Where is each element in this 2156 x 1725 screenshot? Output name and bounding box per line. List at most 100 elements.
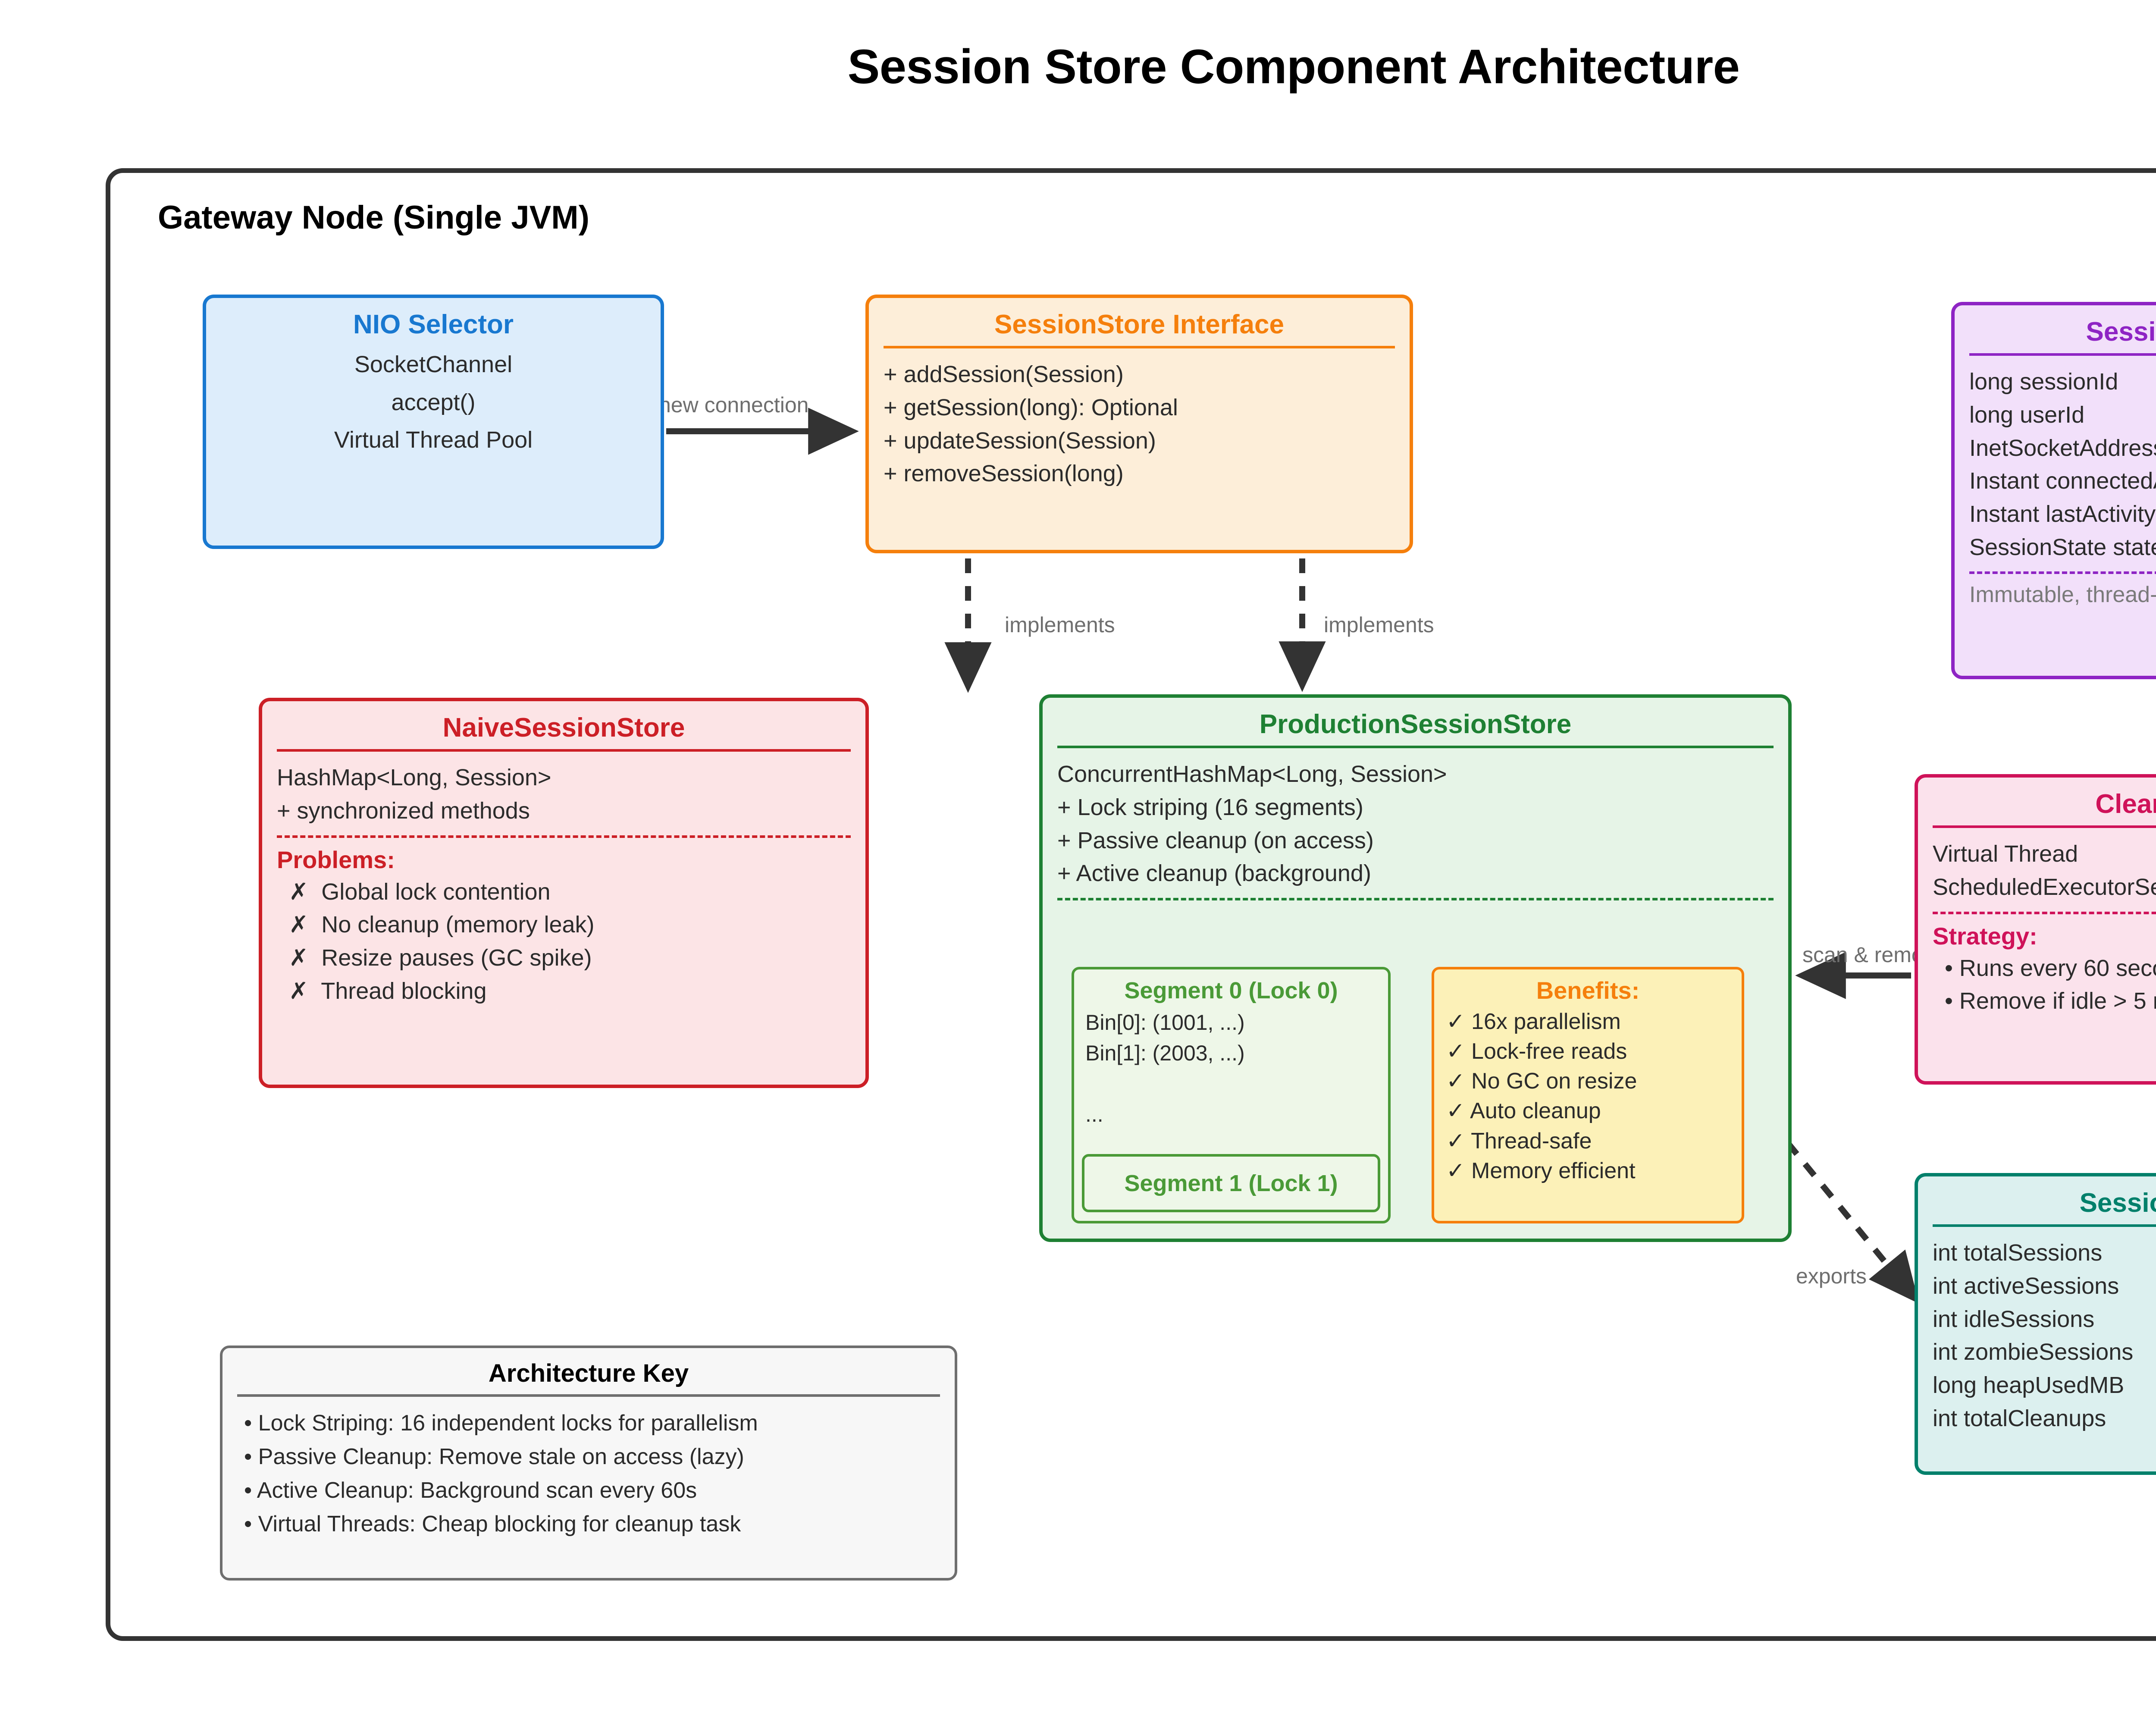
architecture-key-card[interactable]: Architecture Key • Lock Striping: 16 ind… bbox=[220, 1346, 957, 1581]
nio-selector-title: NIO Selector bbox=[353, 310, 514, 339]
list-item: Bin[1]: (2003, ...) bbox=[1085, 1041, 1245, 1065]
cleanup-task-strategy: • Runs every 60 seconds • Remove if idle … bbox=[1933, 952, 2156, 1018]
edge-label-implements-naive: implements bbox=[1005, 613, 1115, 637]
session-metrics-card[interactable]: SessionMetrics int totalSessions int acti… bbox=[1915, 1173, 2156, 1475]
divider-dashed bbox=[1057, 897, 1774, 900]
list-item: • Passive Cleanup: Remove stale on acces… bbox=[244, 1444, 744, 1469]
list-item: • Remove if idle > 5 min bbox=[1945, 988, 2156, 1014]
list-item: int zombieSessions bbox=[1933, 1339, 2134, 1365]
divider-dashed bbox=[1969, 571, 2156, 574]
list-item: Virtual Thread Pool bbox=[334, 427, 533, 453]
nio-selector-card[interactable]: NIO Selector SocketChannel accept() Virtua… bbox=[203, 295, 664, 549]
list-item: long sessionId bbox=[1969, 369, 2118, 395]
page-title: Session Store Component Architecture bbox=[847, 40, 1740, 94]
list-item: ✗ Resize pauses (GC spike) bbox=[289, 944, 592, 971]
divider-dashed bbox=[1933, 911, 2156, 914]
list-item: HashMap<Long, Session> bbox=[277, 765, 552, 791]
cleanup-task-lines: Virtual ThreadScheduledExecutorService bbox=[1933, 837, 2156, 903]
divider bbox=[1933, 825, 2156, 828]
list-item: ... bbox=[1085, 1102, 1103, 1126]
architecture-key-title: Architecture Key bbox=[488, 1359, 689, 1387]
list-item: ✓ Auto cleanup bbox=[1446, 1098, 1601, 1124]
production-session-store-lines: ConcurrentHashMap<Long, Session> + Lock s… bbox=[1057, 758, 1774, 890]
list-item: int idleSessions bbox=[1933, 1306, 2095, 1332]
segment-0-title: Segment 0 (Lock 0) bbox=[1124, 978, 1338, 1004]
session-record-card[interactable]: Session (Record) long sessionId long user… bbox=[1951, 302, 2156, 679]
list-item: ✓ Thread-safe bbox=[1446, 1128, 1592, 1154]
list-item: int activeSessions bbox=[1933, 1273, 2119, 1299]
list-item: + removeSession(long) bbox=[884, 461, 1124, 487]
list-item: long userId bbox=[1969, 401, 2085, 428]
list-item: ✓ No GC on resize bbox=[1446, 1069, 1637, 1094]
list-item: SocketChannel bbox=[354, 351, 513, 378]
list-item: ✓ 16x parallelism bbox=[1446, 1009, 1621, 1034]
list-item: int totalSessions bbox=[1933, 1240, 2103, 1266]
list-item: • Active Cleanup: Background scan every … bbox=[244, 1477, 697, 1503]
divider bbox=[884, 346, 1395, 349]
list-item: • Runs every 60 seconds bbox=[1945, 955, 2156, 981]
segment-1-box[interactable]: Segment 1 (Lock 1) bbox=[1082, 1154, 1380, 1212]
list-item: + updateSession(Session) bbox=[884, 427, 1156, 454]
list-item: + addSession(Session) bbox=[884, 361, 1124, 388]
cleanup-task-card[interactable]: CleanupTask Virtual ThreadScheduledExecu… bbox=[1915, 774, 2156, 1085]
architecture-key-items: • Lock Striping: 16 independent locks fo… bbox=[237, 1406, 940, 1541]
list-item: + Lock striping (16 segments) bbox=[1057, 794, 1363, 820]
edge-label-exports: exports bbox=[1796, 1264, 1867, 1288]
list-item: SessionState state bbox=[1969, 534, 2156, 560]
divider-dashed bbox=[277, 835, 851, 838]
sessionstore-interface-title: SessionStore Interface bbox=[994, 310, 1284, 339]
list-item: + Active cleanup (background) bbox=[1057, 860, 1371, 887]
list-item: • Virtual Threads: Cheap blocking for cl… bbox=[244, 1511, 741, 1537]
divider bbox=[277, 749, 851, 752]
list-item: InetSocketAddress remote bbox=[1969, 435, 2156, 461]
session-metrics-title: SessionMetrics bbox=[2079, 1188, 2156, 1218]
segment-1-title: Segment 1 (Lock 1) bbox=[1124, 1170, 1338, 1196]
list-item bbox=[1085, 1069, 1377, 1099]
list-item: ✗ Thread blocking bbox=[289, 978, 487, 1004]
naive-session-store-title: NaiveSessionStore bbox=[442, 713, 685, 743]
list-item: ✗ Global lock contention bbox=[289, 878, 551, 905]
session-record-title: Session (Record) bbox=[2086, 317, 2156, 347]
list-item: Instant connectedAt bbox=[1969, 468, 2156, 494]
benefits-title: Benefits: bbox=[1536, 977, 1640, 1004]
strategy-heading: Strategy: bbox=[1933, 922, 2037, 950]
problems-heading: Problems: bbox=[277, 846, 395, 873]
session-record-note: Immutable, thread-safe bbox=[1969, 582, 2156, 608]
list-item: Bin[0]: (1001, ...) bbox=[1085, 1010, 1245, 1035]
list-item: Virtual Thread bbox=[1933, 841, 2078, 867]
benefits-list: ✓ 16x parallelism ✓ Lock-free reads ✓ No G… bbox=[1446, 1007, 1730, 1186]
list-item: ScheduledExecutorService bbox=[1933, 874, 2156, 900]
divider bbox=[1969, 353, 2156, 356]
list-item: ✓ Lock-free reads bbox=[1446, 1039, 1627, 1064]
divider bbox=[1933, 1224, 2156, 1227]
list-item: + getSession(long): Optional bbox=[884, 394, 1178, 420]
divider bbox=[1057, 746, 1774, 749]
list-item: Instant lastActivity bbox=[1969, 501, 2156, 527]
production-session-store-title: ProductionSessionStore bbox=[1259, 709, 1572, 739]
sessionstore-interface-methods: + addSession(Session) + getSession(long):… bbox=[884, 358, 1395, 490]
gateway-node-label: Gateway Node (Single JVM) bbox=[158, 199, 589, 236]
list-item: ConcurrentHashMap<Long, Session> bbox=[1057, 761, 1447, 787]
cleanup-task-title: CleanupTask bbox=[2095, 789, 2156, 819]
naive-session-store-lines: HashMap<Long, Session> + synchronized met… bbox=[277, 761, 851, 827]
sessionstore-interface-card[interactable]: SessionStore Interface + addSession(Sess… bbox=[865, 295, 1413, 553]
list-item: ✓ Memory efficient bbox=[1446, 1158, 1636, 1183]
benefits-box[interactable]: Benefits: ✓ 16x parallelism ✓ Lock-free r… bbox=[1432, 967, 1744, 1223]
segment-0-bins: Bin[0]: (1001, ...) Bin[1]: (2003, ...) .… bbox=[1085, 1007, 1377, 1130]
nio-selector-lines: SocketChannel accept() Virtual Thread Pool bbox=[221, 346, 646, 459]
list-item: + Passive cleanup (on access) bbox=[1057, 827, 1374, 853]
naive-session-store-card[interactable]: NaiveSessionStore HashMap<Long, Session>… bbox=[259, 698, 869, 1088]
edge-label-new-connection: new connection bbox=[659, 393, 809, 417]
edge-label-implements-production: implements bbox=[1324, 613, 1434, 637]
list-item: accept() bbox=[391, 389, 476, 415]
list-item: + synchronized methods bbox=[277, 797, 530, 824]
naive-session-store-problems: ✗ Global lock contention ✗ No cleanup (me… bbox=[277, 875, 851, 1008]
list-item: int totalCleanups bbox=[1933, 1405, 2106, 1431]
list-item: • Lock Striping: 16 independent locks fo… bbox=[244, 1410, 758, 1436]
divider bbox=[237, 1394, 940, 1397]
segment-0-box[interactable]: Segment 0 (Lock 0) Bin[0]: (1001, ...)Bi… bbox=[1072, 967, 1391, 1223]
list-item: long heapUsedMB bbox=[1933, 1372, 2125, 1398]
list-item: ✗ No cleanup (memory leak) bbox=[289, 912, 595, 938]
session-metrics-fields: int totalSessions int activeSessions int i… bbox=[1933, 1236, 2156, 1435]
